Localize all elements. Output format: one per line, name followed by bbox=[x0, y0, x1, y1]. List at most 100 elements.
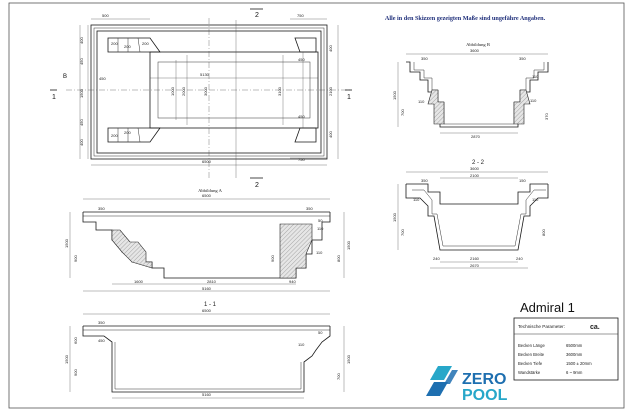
view-11-dim: 900 bbox=[73, 369, 78, 376]
view-a-dim: 1600 bbox=[134, 279, 144, 284]
view-b-dim: 110 bbox=[418, 99, 425, 104]
marker-b: B bbox=[63, 74, 67, 80]
spec-value-wall: 6 ~ 9mm bbox=[566, 370, 583, 375]
plan-dim: 200 bbox=[111, 133, 118, 138]
plan-dim: 750 bbox=[297, 13, 304, 18]
section-view-b: Abbildung B 3600 350 110 1500 700 110 11… bbox=[392, 42, 549, 139]
view-11-dim: 600 bbox=[73, 337, 78, 344]
section-view-a: Abbildung A 6500 350 350 50 110 1500 900… bbox=[64, 188, 351, 292]
plan-dim: 450 bbox=[79, 119, 84, 126]
view-11-dim: 450 bbox=[98, 338, 105, 343]
view-22-dim: 800 bbox=[541, 229, 546, 236]
view-a-dim: 350 bbox=[98, 206, 105, 211]
ca-label: ca. bbox=[590, 324, 600, 331]
view-a-dim: 2810 bbox=[207, 279, 217, 284]
view-b-dim: 350 bbox=[421, 56, 428, 61]
marker-1-right: 1 bbox=[347, 94, 351, 101]
logo-mark-icon bbox=[426, 366, 458, 396]
section-view-1-1: 1 - 1 6500 350 50 110 450 1500 600 900 1… bbox=[64, 302, 351, 399]
view-a-dim: 350 bbox=[306, 206, 313, 211]
view-a-dim: 800 bbox=[336, 255, 341, 262]
view-a-dim: 110 bbox=[317, 226, 324, 231]
plan-dim: 750 bbox=[298, 157, 305, 162]
view-11-dim: 50 bbox=[318, 330, 323, 335]
view-a-dim: 900 bbox=[73, 255, 78, 262]
view-22-dim: 110 bbox=[532, 197, 539, 202]
view-22-dim: 2670 bbox=[470, 263, 480, 268]
plan-dim: 1000 bbox=[170, 86, 175, 96]
view-a-dim: 5160 bbox=[202, 286, 212, 291]
plan-dim: 500 bbox=[102, 13, 109, 18]
view-11-dim: 700 bbox=[336, 373, 341, 380]
view-b-dim: 700 bbox=[400, 109, 405, 116]
plan-dim: 400 bbox=[328, 131, 333, 138]
spec-label-length: Becken Länge bbox=[518, 343, 545, 348]
view-a-dim: 1500 bbox=[64, 238, 69, 248]
view-11-dim: 350 bbox=[98, 320, 105, 325]
plan-dim: 200 bbox=[142, 41, 149, 46]
plan-dim: 2000 bbox=[181, 86, 186, 96]
view-b-title: Abbildung B bbox=[466, 42, 490, 47]
plan-dim: 450 bbox=[298, 57, 305, 62]
view-a-dim: 110 bbox=[316, 250, 323, 255]
view-a-dim: 900 bbox=[270, 255, 275, 262]
plan-dim: 200 bbox=[124, 130, 131, 135]
view-22-dim: 350 bbox=[421, 178, 428, 183]
model-title: Admiral 1 bbox=[520, 300, 575, 315]
view-b-dim: 110 bbox=[530, 98, 537, 103]
info-box: Admiral 1 Technische Parameter: ca. Beck… bbox=[513, 300, 619, 381]
view-22-dim: 150 bbox=[519, 178, 526, 183]
view-22-dim: 240 bbox=[516, 256, 523, 261]
plan-dim: 3000 bbox=[203, 86, 208, 96]
sheet-frame bbox=[8, 2, 625, 409]
marker-2-bottom: 2 bbox=[255, 182, 259, 189]
marker-1-left: 1 bbox=[52, 94, 56, 101]
view-22-dim: 3600 bbox=[470, 166, 480, 171]
plan-dim: 1500 bbox=[79, 88, 84, 98]
plan-dim: 400 bbox=[79, 139, 84, 146]
plan-dim: 450 bbox=[79, 58, 84, 65]
plan-view: 1 1 B 2 2 500 750 400 450 1500 450 400 2… bbox=[50, 8, 352, 189]
view-22-dim: 240 bbox=[433, 256, 440, 261]
view-a-dim: 940 bbox=[289, 279, 296, 284]
view-b-dim: 1500 bbox=[392, 90, 397, 100]
plan-dim: 3100 bbox=[277, 86, 282, 96]
section-view-2-2: 2 - 2 3600 2100 350 150 110 110 1500 700… bbox=[392, 160, 549, 269]
plan-dim: 2100 bbox=[328, 86, 333, 96]
logo-text-zero: ZERO bbox=[462, 371, 506, 388]
view-a-dim: 1500 bbox=[346, 240, 351, 250]
view-22-dim: 2100 bbox=[470, 173, 480, 178]
view-11-dim: 1500 bbox=[64, 354, 69, 364]
marker-2-top: 2 bbox=[255, 12, 259, 19]
view-b-dim: 110 bbox=[532, 74, 539, 79]
plan-dim: 6500 bbox=[202, 159, 212, 164]
view-22-dim: 1500 bbox=[392, 212, 397, 222]
plan-dim: 400 bbox=[79, 37, 84, 44]
view-a-dim: 50 bbox=[318, 218, 323, 223]
spec-label-width: Becken Breite bbox=[518, 352, 545, 357]
view-b-dim: 2870 bbox=[471, 134, 481, 139]
view-b-dim: 370 bbox=[544, 113, 549, 120]
view-11-dim: 6500 bbox=[202, 308, 212, 313]
view-22-dim: 700 bbox=[400, 229, 405, 236]
spec-value-width: 3600mm bbox=[566, 352, 583, 357]
view-a-dim: 6500 bbox=[202, 193, 212, 198]
spec-label-depth: Becken Tiefe bbox=[518, 361, 543, 366]
header-note: Alle in den Skizzen gezeigten Maße sind … bbox=[385, 15, 546, 22]
plan-dim: 5130 bbox=[200, 72, 210, 77]
view-11-dim: 1500 bbox=[346, 354, 351, 364]
view-11-dim: 110 bbox=[298, 342, 305, 347]
plan-dim: 400 bbox=[328, 45, 333, 52]
logo-text-pool: POOL bbox=[462, 387, 508, 404]
view-22-dim: 110 bbox=[413, 197, 420, 202]
plan-dim: 450 bbox=[298, 114, 305, 119]
plan-dim: 200 bbox=[111, 41, 118, 46]
view-22-title: 2 - 2 bbox=[472, 160, 485, 166]
zeropool-logo: ZERO POOL bbox=[426, 366, 508, 404]
view-22-dim: 2160 bbox=[470, 256, 480, 261]
spec-value-depth: 1500 ± 20mm bbox=[566, 361, 592, 366]
view-11-title: 1 - 1 bbox=[204, 302, 217, 308]
params-label: Technische Parameter: bbox=[518, 324, 565, 329]
view-b-dim: 350 bbox=[519, 56, 526, 61]
